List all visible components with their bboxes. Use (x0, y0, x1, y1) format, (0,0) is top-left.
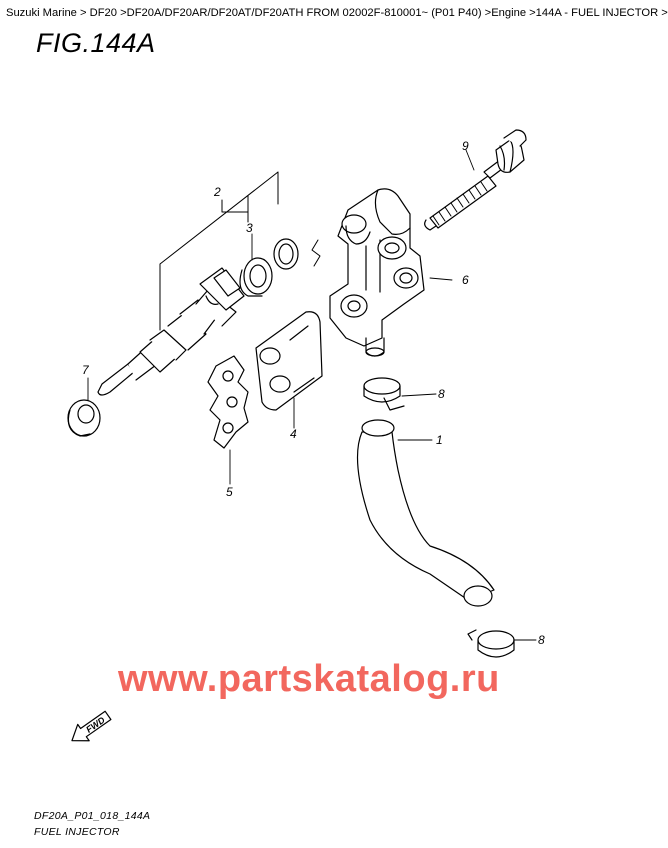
part-2-leader (159, 171, 279, 331)
callout-4: 4 (290, 427, 297, 441)
fwd-arrow-icon: FWD (71, 710, 112, 742)
callout-7: 7 (82, 363, 90, 377)
callout-2: 2 (213, 185, 221, 199)
callout-6: 6 (462, 273, 469, 287)
leader-lines (87, 149, 537, 641)
footer-name: FUEL INJECTOR (34, 826, 120, 838)
breadcrumb[interactable]: Suzuki Marine > DF20 >DF20A/DF20AR/DF20A… (6, 7, 668, 19)
part-1-hose[interactable] (356, 419, 495, 607)
part-3-seal[interactable] (239, 257, 273, 297)
part-9-bolt[interactable] (424, 129, 527, 231)
part-6-fuel-rail[interactable] (311, 188, 425, 357)
part-8-clip-lower[interactable] (467, 629, 515, 658)
callout-5: 5 (226, 485, 233, 499)
callout-9: 9 (462, 139, 469, 153)
part-2-injector[interactable] (97, 267, 245, 396)
o-ring[interactable] (273, 238, 299, 270)
callout-3: 3 (246, 221, 253, 235)
parts-diagram: 1 2 3 4 5 6 7 8 9 8 FWD (67, 129, 545, 742)
callout-1: 1 (436, 433, 443, 447)
part-4-cushion[interactable] (255, 311, 323, 411)
part-8-clip-upper[interactable] (363, 377, 405, 411)
callout-8-lower: 8 (538, 633, 545, 647)
part-5-plate[interactable] (207, 355, 249, 449)
watermark[interactable]: www.partskatalog.ru (118, 658, 500, 700)
callout-8-upper: 8 (438, 387, 445, 401)
part-7-seal[interactable] (67, 399, 101, 437)
footer-code: DF20A_P01_018_144A (34, 810, 151, 822)
figure-title: FIG.144A (36, 28, 156, 58)
callouts: 1 2 3 4 5 6 7 8 9 8 (82, 139, 545, 647)
